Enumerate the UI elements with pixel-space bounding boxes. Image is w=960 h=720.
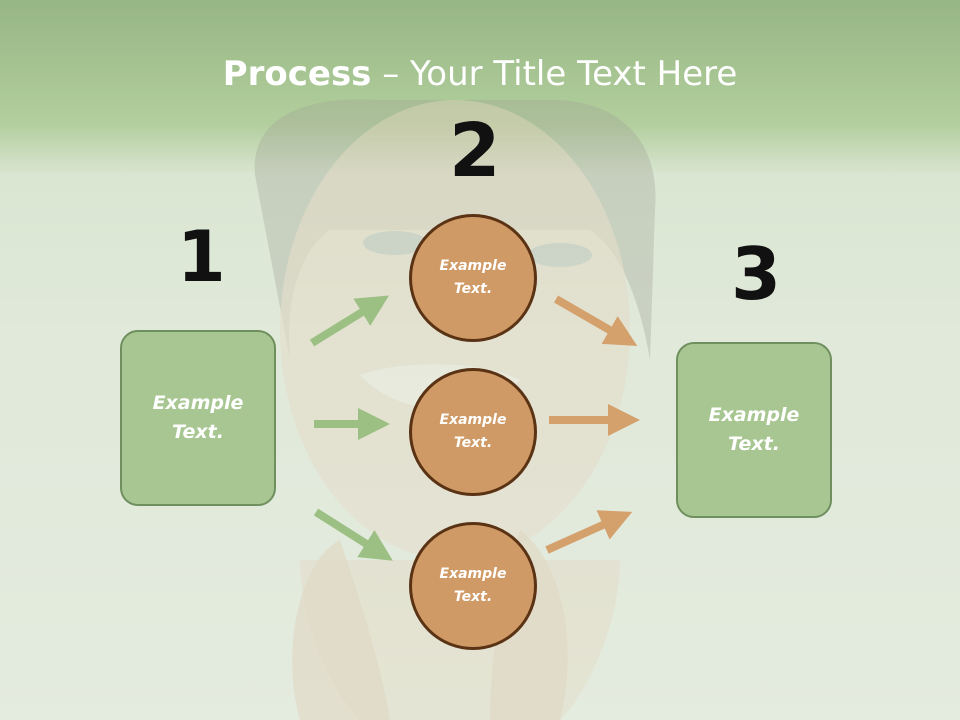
circle-middle-text: Example Text. xyxy=(439,412,507,451)
circle-bottom-text: Example Text. xyxy=(439,566,507,605)
green-arrow-up xyxy=(309,295,390,347)
step-2-circle-bottom: Example Text. xyxy=(409,522,537,650)
title-rest: – Your Title Text Here xyxy=(371,54,738,94)
step-2-circle-top: Example Text. xyxy=(409,214,537,342)
step-number-3: 3 xyxy=(731,232,782,316)
slide-title: Process – Your Title Text Here xyxy=(0,52,960,96)
orange-arrow-up xyxy=(545,510,633,554)
step-3-box: Example Text. xyxy=(676,342,832,518)
step-1-box: Example Text. xyxy=(120,330,276,506)
step-1-box-text: Example Text. xyxy=(152,392,244,443)
step-2-circle-middle: Example Text. xyxy=(409,368,537,496)
step-number-2: 2 xyxy=(449,108,501,194)
orange-arrow-down xyxy=(553,295,638,347)
green-arrow-down xyxy=(313,508,393,561)
step-3-box-text: Example Text. xyxy=(708,404,800,455)
step-number-1: 1 xyxy=(177,216,226,298)
title-bold: Process xyxy=(222,54,372,94)
circle-top-text: Example Text. xyxy=(439,258,507,297)
